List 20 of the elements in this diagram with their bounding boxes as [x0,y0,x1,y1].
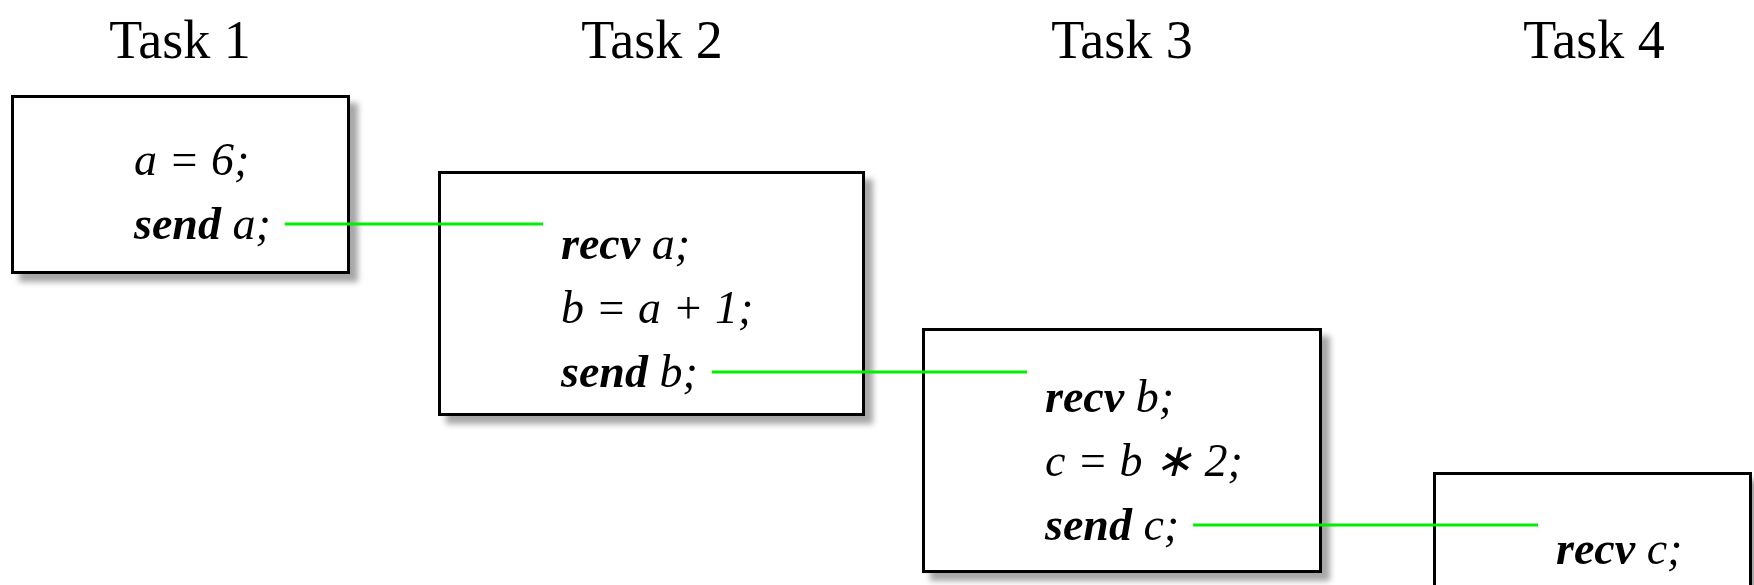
code-line: a = 6; [134,133,250,187]
code-line: send c; [1045,498,1180,552]
code-line: recv a; [561,217,690,271]
task-heading: Task 2 [581,9,723,72]
code-line: send a; [134,197,271,251]
task-heading: Task 3 [1051,9,1193,72]
connector-line [711,370,1027,374]
code-line: b = a + 1; [561,281,754,335]
connector-line [1193,523,1538,527]
code-line: recv c; [1556,522,1683,576]
task-heading: Task 1 [109,9,251,72]
code-line: c = b ∗ 2; [1045,434,1243,488]
code-box [438,171,865,416]
code-line: recv b; [1045,370,1174,424]
code-line: send b; [561,345,698,399]
code-box [11,95,350,274]
task-heading: Task 4 [1523,9,1665,72]
code-box [922,328,1322,573]
connector-line [284,222,543,226]
code-box [1433,472,1752,585]
